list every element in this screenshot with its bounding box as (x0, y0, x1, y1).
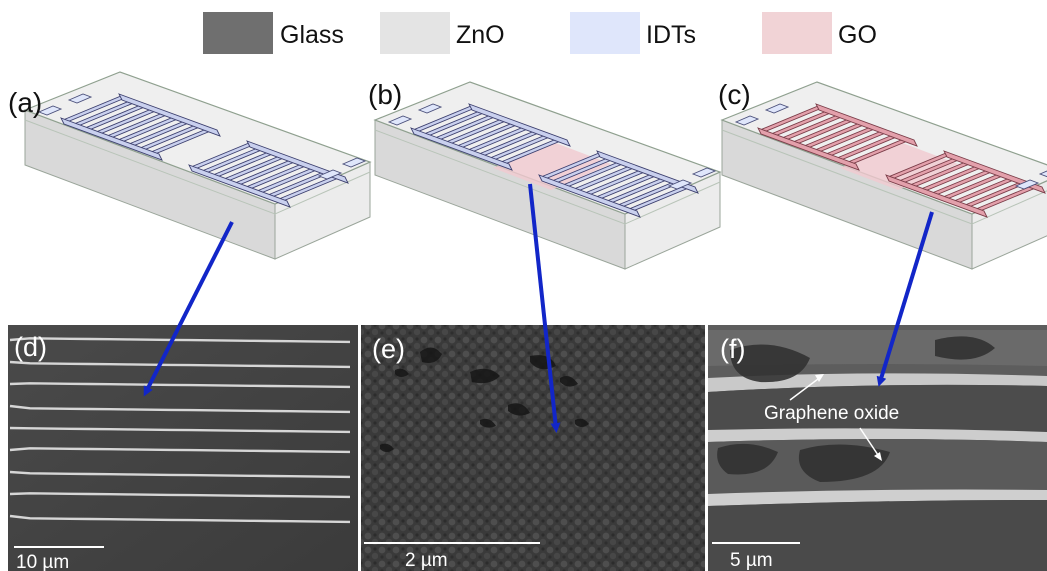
legend-swatch-glass (203, 12, 273, 54)
idt-bus-bar (815, 103, 918, 147)
device-panel-a (23, 71, 372, 260)
idt-right (538, 150, 699, 218)
contact-pad (317, 169, 343, 180)
connector-arrows (143, 183, 934, 433)
idt-bus-bar (943, 150, 1046, 194)
contact-pad (734, 115, 760, 126)
scalebar-label-f: 5 µm (730, 550, 773, 571)
arrow-c-to-f (876, 211, 934, 387)
panel-label-f: (f) (720, 334, 745, 364)
contact-pad (37, 105, 63, 116)
electrode-line (9, 382, 351, 389)
contact-pad (1038, 170, 1047, 178)
idt-right (885, 150, 1046, 218)
legend-swatch-idts (570, 12, 640, 54)
panel-label-d: (d) (14, 332, 47, 362)
device-panel-b (373, 81, 722, 270)
idt-bus-bar (538, 174, 641, 218)
contact-pad (667, 179, 693, 190)
legend-label-go: GO (838, 21, 877, 49)
panel-label-e: (e) (372, 334, 405, 364)
legend-item-idts: IDTs (570, 12, 696, 54)
electrode-line (9, 337, 351, 344)
electrode-edge-f-2 (708, 428, 1047, 442)
annotation-graphene-oxide: Graphene oxide (764, 403, 899, 424)
annotation-arrowhead-1 (815, 374, 824, 382)
electrode-line (9, 514, 351, 524)
contact-pad (764, 103, 790, 114)
idt-bus-bar (118, 93, 221, 137)
zno-layer-line (721, 129, 1047, 225)
electrode-lines-d (9, 337, 351, 524)
idt-bus-bar (757, 127, 860, 171)
legend-label-zno: ZnO (456, 21, 505, 49)
electrode-line (9, 447, 351, 454)
sem-panel-f: (f) Graphene oxide 5 µm (708, 325, 1047, 571)
annotation-pointer-1 (789, 375, 823, 401)
legend-swatch-zno (380, 12, 450, 54)
idt-left (410, 103, 571, 171)
zno-layer-line (374, 129, 721, 225)
electrode-line (9, 404, 351, 414)
panel-label-b: (b) (368, 79, 402, 110)
arrow-b-to-e (528, 183, 561, 433)
electrode-line (9, 492, 351, 499)
electrode-line (9, 470, 351, 479)
contact-pad (691, 167, 717, 178)
scalebar-label-d: 10 µm (16, 552, 69, 571)
annotation-arrowhead-2 (874, 452, 882, 461)
idt-left (60, 93, 221, 161)
sem-panel-d: (d) 10 µm (8, 325, 358, 571)
electrode-line (9, 426, 351, 434)
legend-label-idts: IDTs (646, 21, 696, 49)
electrode-line (9, 360, 351, 369)
contact-pad (67, 93, 93, 104)
legend-label-glass: Glass (280, 21, 344, 49)
legend-item-glass: Glass (203, 12, 344, 54)
idt-bus-bar (246, 140, 349, 184)
sem-image-e (361, 325, 705, 571)
contact-pad (387, 115, 413, 126)
idt-bus-bar (468, 103, 571, 147)
contact-pad (1014, 179, 1040, 190)
legend: Glass ZnO IDTs GO (203, 12, 877, 54)
annotation-pointer-2 (859, 427, 881, 459)
idt-bus-bar (60, 117, 163, 161)
legend-item-go: GO (762, 12, 877, 54)
go-film (493, 142, 611, 190)
legend-item-zno: ZnO (380, 12, 505, 54)
sem-panel-e: (e) 2 µm (361, 325, 705, 571)
idt-left (757, 103, 918, 171)
idt-bus-bar (188, 164, 291, 208)
idt-bus-bar (596, 150, 699, 194)
idt-bus-bar (885, 174, 988, 218)
panel-label-c: (c) (718, 79, 751, 110)
go-film (840, 142, 958, 190)
device-panel-c (720, 81, 1047, 270)
panel-label-a: (a) (8, 87, 42, 118)
go-sheets-f (717, 336, 995, 482)
idt-bus-bar (410, 127, 513, 171)
legend-swatch-go (762, 12, 832, 54)
electrode-edge-f-3 (708, 489, 1047, 506)
contact-pad (417, 103, 443, 114)
scalebar-label-e: 2 µm (405, 550, 448, 571)
arrow-a-to-d (143, 221, 234, 397)
idt-right (188, 140, 349, 208)
zno-layer-line (24, 119, 371, 215)
contact-pad (341, 157, 367, 168)
